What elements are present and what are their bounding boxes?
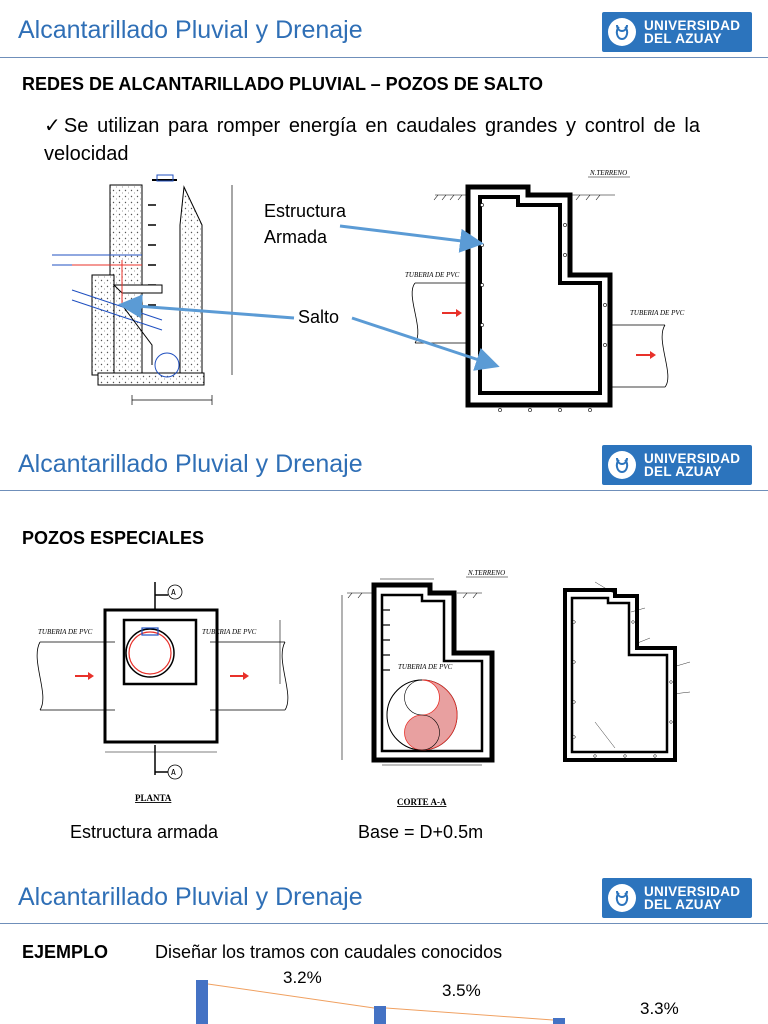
callout-arrows [118,224,500,371]
slope-label-3: 3.3% [640,999,679,1018]
bullet-paragraph: ✓Se utilizan para romper energía en caud… [44,112,700,168]
pipe-segment-1 [207,983,375,1009]
slide-2-title: Alcantarillado Pluvial y Drenaje [18,450,363,478]
logo-text: UNIVERSIDAD DEL AZUAY [644,18,741,46]
svg-text:A: A [171,768,176,777]
section-marker-bottom: A [154,745,183,780]
estructura-armada-callout: Estructura Armada [264,201,347,247]
planta-label: PLANTA [135,793,172,803]
drop-manhole-section-drawing [52,174,233,405]
slide-1-title: Alcantarillado Pluvial y Drenaje [18,16,363,44]
slide-3-title: Alcantarillado Pluvial y Drenaje [18,883,363,911]
reinforcement-detail-drawing [563,581,691,762]
plan-view-drawing: A TUBERIA DE PVC TUBERIA DE PVC A PLANTA [36,582,289,803]
bullet-text: Se utilizan para romper energía en cauda… [44,115,700,165]
arrow-to-drop-left [118,294,295,320]
logo-text: UNIVERSIDAD DEL AZUAY [644,884,741,912]
pipe-segment-2 [385,1007,554,1021]
university-emblem-icon [608,18,636,46]
title-rule [0,57,768,58]
manhole-bar-3 [553,1018,565,1024]
profile-sketch [196,980,565,1024]
slope-label-2: 3.5% [442,981,481,1000]
title-rule [0,923,768,924]
section-marker-top: A [154,582,183,610]
svg-text:A: A [171,588,176,597]
example-subtitle: Diseñar los tramos con caudales conocido… [155,942,503,962]
caption-estructura-armada: Estructura armada [70,822,219,842]
manhole-bar-2 [374,1006,386,1024]
tuberia-left-label: TUBERIA DE PVC [405,271,460,279]
university-logo: UNIVERSIDAD DEL AZUAY [602,12,752,52]
n-terreno-label: N.TERRENO [589,169,627,177]
reinforced-manhole-section-drawing: N.TERRENO TUBERIA DE PVC TUBERIA DE PVC [405,169,685,412]
n-terreno-label: N.TERRENO [467,569,505,577]
university-logo: UNIVERSIDAD DEL AZUAY [602,878,752,918]
manhole-bar-1 [196,980,208,1024]
slope-label-1: 3.2% [283,968,322,987]
corte-label: CORTE A-A [397,797,447,807]
checkmark-icon: ✓ [44,115,64,137]
logo-text: UNIVERSIDAD DEL AZUAY [644,451,741,479]
arrow-to-structure [339,224,484,253]
caption-base-formula: Base = D+0.5m [358,822,484,842]
university-logo: UNIVERSIDAD DEL AZUAY [602,445,752,485]
university-emblem-icon [608,451,636,479]
section-heading: REDES DE ALCANTARILLADO PLUVIAL – POZOS … [22,74,544,94]
tuberia-left-label: TUBERIA DE PVC [38,628,93,636]
salto-callout: Salto [298,307,340,327]
section-heading: POZOS ESPECIALES [22,528,205,548]
title-rule [0,490,768,491]
tuberia-right-label: TUBERIA DE PVC [630,309,685,317]
tuberia-section-label: TUBERIA DE PVC [398,663,453,671]
tuberia-right-label: TUBERIA DE PVC [202,628,257,636]
arrow-to-drop-right [351,316,500,371]
example-heading: EJEMPLO [22,942,109,962]
university-emblem-icon [608,884,636,912]
section-a-a-drawing: N.TERRENO TUBERIA DE PVC CORTE A-A [341,569,508,807]
